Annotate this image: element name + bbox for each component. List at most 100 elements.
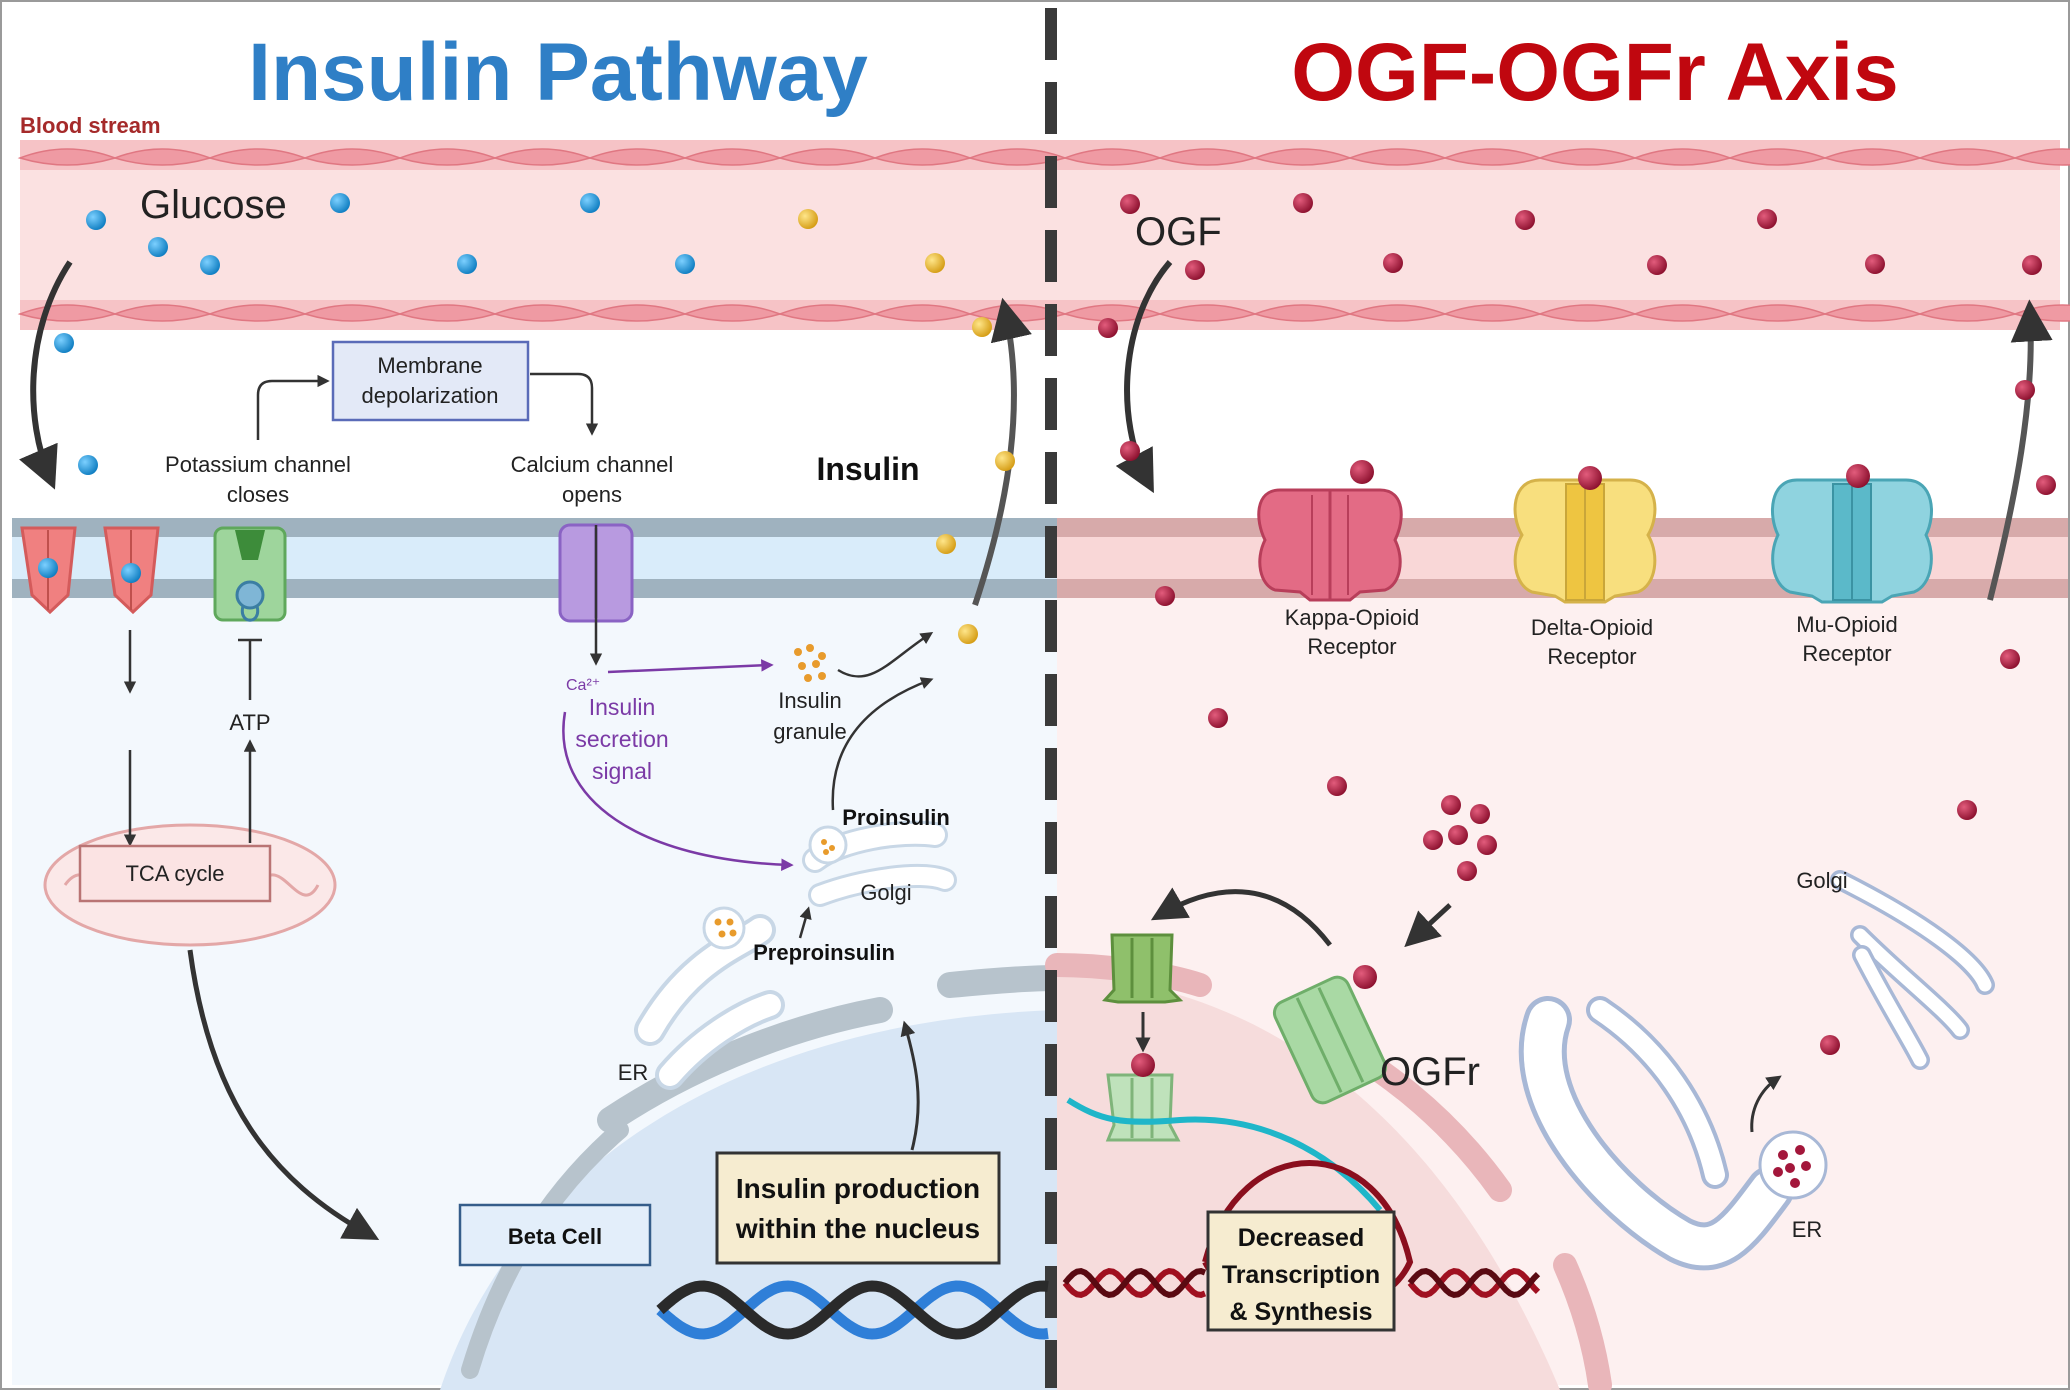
ogf-molecule	[1647, 255, 1667, 275]
ogf-molecule	[1477, 835, 1497, 855]
ogf-molecule	[1820, 1035, 1840, 1055]
potassium-channel-label-2: closes	[227, 482, 289, 507]
kappa-opioid-receptor-icon	[1257, 488, 1403, 602]
ogf-molecule	[1457, 861, 1477, 881]
insulin-molecule	[925, 253, 945, 273]
golgi-right-label: Golgi	[1796, 868, 1847, 893]
ogf-bound-molecule	[1350, 460, 1374, 484]
glucose-molecule	[78, 455, 98, 475]
glucose-molecule	[675, 254, 695, 274]
ogf-molecule	[1383, 253, 1403, 273]
potassium-channel-label-1: Potassium channel	[165, 452, 351, 477]
er-left-label: ER	[618, 1060, 649, 1085]
tca-cycle-label: TCA cycle	[125, 861, 224, 886]
ogfr-translocation-arrow	[1150, 887, 1332, 947]
depol-to-ca-arrow	[530, 372, 599, 436]
proinsulin-label: Proinsulin	[842, 805, 950, 830]
blood-vessel	[17, 140, 2070, 330]
kappa-label-1: Kappa-Opioid	[1285, 605, 1420, 630]
beta-cell-label: Beta Cell	[508, 1224, 602, 1249]
glucose-label: Glucose	[140, 183, 287, 227]
ogf-exit-arrow	[1987, 299, 2053, 601]
membrane-depolarization-label-2: depolarization	[362, 383, 499, 408]
ogf-molecule	[2000, 649, 2020, 669]
decreased-transcription-box	[1206, 1210, 1396, 1332]
kappa-label-2: Receptor	[1307, 634, 1396, 659]
ogf-molecule	[1957, 800, 1977, 820]
secretion-signal-label-3: signal	[592, 758, 652, 784]
golgi-left-icon	[802, 820, 957, 907]
ogf-bound-molecule	[1353, 965, 1377, 989]
ogf-molecule	[1470, 804, 1490, 824]
calcium-channel-label-1: Calcium channel	[511, 452, 674, 477]
ogf-molecule	[1441, 795, 1461, 815]
glut-transporter-2	[103, 526, 160, 615]
ogf-bound-molecule	[1846, 464, 1870, 488]
insulin-molecule	[972, 317, 992, 337]
glucose-molecule	[54, 333, 74, 353]
golgi-left-label: Golgi	[860, 880, 911, 905]
ogfr-label: OGFr	[1380, 1050, 1480, 1094]
ogf-molecule	[1120, 441, 1140, 461]
er-right-icon	[1518, 996, 1828, 1271]
ogf-molecule	[1208, 708, 1228, 728]
blood-stream-label: Blood stream	[20, 113, 161, 138]
atp-label: ATP	[229, 710, 270, 735]
left-membrane	[12, 518, 1057, 598]
decreased-label-3: & Synthesis	[1229, 1298, 1372, 1326]
insulin-exit-arrow	[972, 297, 1032, 606]
ogf-molecule	[1515, 210, 1535, 230]
production-arrow	[900, 1020, 920, 1151]
secretion-signal-label-1: Insulin	[589, 694, 655, 720]
signal-to-golgi-arrow	[562, 711, 794, 871]
er-right-secretion-arrow	[1750, 1075, 1782, 1133]
glucose-molecule	[580, 193, 600, 213]
mu-label-2: Receptor	[1802, 641, 1891, 666]
signal-to-granule-arrow	[607, 659, 774, 674]
ogf-molecule	[1098, 318, 1118, 338]
ogf-bound-molecule	[1131, 1053, 1155, 1077]
ogf-molecule	[2036, 475, 2056, 495]
ogf-molecule	[1293, 193, 1313, 213]
glut-transporter-1	[20, 526, 77, 615]
er-right-label: ER	[1792, 1217, 1823, 1242]
insulin-label: Insulin	[816, 451, 919, 487]
insulin-granule-label-1: Insulin	[778, 688, 842, 713]
decreased-label-2: Transcription	[1222, 1261, 1380, 1289]
insulin-molecule	[798, 209, 818, 229]
glucose-molecule	[457, 254, 477, 274]
ogf-molecule	[1155, 586, 1175, 606]
ogf-molecule	[2015, 380, 2035, 400]
glucose-molecule	[86, 210, 106, 230]
ogf-molecule	[1120, 194, 1140, 214]
insulin-production-label-1: Insulin production	[736, 1173, 980, 1204]
ogfr-receptor-icon	[1272, 975, 1388, 1105]
ogfr-complex-icon	[1105, 1073, 1181, 1142]
glucose-molecule	[148, 237, 168, 257]
insulin-production-box	[715, 1151, 1001, 1265]
ogf-molecule	[1327, 776, 1347, 796]
k-to-depol-arrow	[256, 374, 330, 440]
ogf-molecule	[1185, 260, 1205, 280]
delta-label-2: Receptor	[1547, 644, 1636, 669]
ogf-molecule	[1865, 254, 1885, 274]
insulin-molecule	[995, 451, 1015, 471]
membrane-depolarization-box	[331, 340, 530, 422]
nuclear-pore-receptor-icon	[1102, 933, 1184, 1004]
title-right: OGF-OGFr Axis	[1291, 27, 1898, 118]
preproinsulin-label: Preproinsulin	[753, 940, 895, 965]
beta-cell-box	[458, 1203, 652, 1267]
membrane-depolarization-label-1: Membrane	[377, 353, 482, 378]
mu-opioid-receptor-icon	[1771, 478, 1933, 604]
ogf-molecule	[1423, 830, 1443, 850]
calcium-channel-label-2: opens	[562, 482, 622, 507]
glucose-molecule	[330, 193, 350, 213]
potassium-channel-icon	[213, 526, 287, 622]
calcium-ion-label: Ca²⁺	[566, 677, 600, 694]
insulin-molecule	[936, 534, 956, 554]
tca-cycle-box	[78, 844, 272, 903]
dna-left-icon	[656, 1280, 1049, 1340]
delta-opioid-receptor-icon	[1513, 478, 1657, 604]
